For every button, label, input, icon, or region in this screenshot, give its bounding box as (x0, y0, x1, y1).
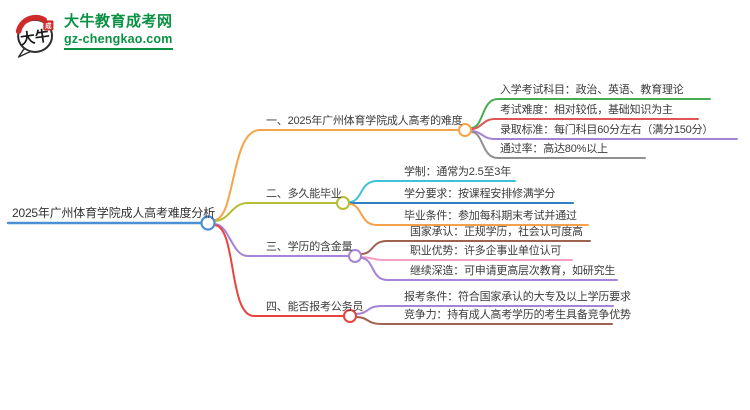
branch-3-label[interactable]: 三、学历的含金量 (266, 241, 353, 253)
branch-4-leaf-2-label[interactable]: 竞争力：持有成人高考学历的考生具备竞争优势 (404, 309, 631, 321)
branch-2-leaf-1-connector (348, 180, 516, 203)
branch-3-leaf-1-label[interactable]: 国家承认：正规学历，社会认可度高 (410, 226, 583, 238)
branch-3-leaf-1-connector (360, 240, 591, 255)
logo-icon-text: 大牛 (19, 26, 51, 48)
branch-1-leaf-4-label[interactable]: 通过率：高达80%以上 (500, 143, 608, 155)
branch-1-node-circle[interactable] (458, 123, 472, 137)
site-url[interactable]: gz-chengkao.com (64, 31, 173, 50)
site-name: 大牛教育成考网 (64, 13, 173, 30)
branch-4-label[interactable]: 四、能否报考公务员 (266, 301, 364, 313)
branch-4-leaf-2-connector (355, 316, 613, 325)
branch-1-leaf-1-label[interactable]: 入学考试科目：政治、英语、教育理论 (500, 84, 684, 96)
logo-text-block: 大牛教育成考网 gz-chengkao.com (64, 12, 173, 50)
logo-seal-text: 成 (45, 21, 52, 30)
logo-red-seal (43, 20, 54, 31)
site-logo[interactable]: 成 大牛 大牛教育成考网 gz-chengkao.com (14, 12, 173, 58)
branch-3-node-circle[interactable] (348, 249, 362, 263)
branch-4-leaf-1-connector (355, 305, 614, 315)
branch-3-leaf-2-label[interactable]: 职业优势：许多企事业单位认可 (410, 245, 562, 257)
branch-1-leaf-3-label[interactable]: 录取标准：每门科目60分左右（满分150分） (500, 124, 714, 136)
daniu-bull-icon: 成 大牛 (15, 14, 54, 58)
branch-4-node-circle[interactable] (343, 309, 357, 323)
branch-1-leaf-2-connector (470, 118, 699, 130)
branch-1-connector (213, 129, 460, 221)
branch-3-leaf-3-label[interactable]: 继续深造：可申请更高层次教育，如研究生 (410, 265, 616, 277)
branch-2-leaf-2-label[interactable]: 学分要求：按课程安排修满学分 (404, 188, 556, 200)
branch-3-leaf-3-connector (360, 257, 618, 281)
branch-2-leaf-3-label[interactable]: 毕业条件：参加每科期末考试并通过 (404, 210, 577, 222)
root-topic-label[interactable]: 2025年广州体育学院成人高考难度分析 (12, 206, 215, 220)
branch-1-leaf-1-connector (470, 98, 711, 129)
branch-3-connector (213, 223, 350, 257)
branch-1-leaf-4-connector (470, 131, 646, 159)
root-node-circle[interactable] (200, 215, 216, 231)
branch-1-label[interactable]: 一、2025年广州体育学院成人高考的难度 (266, 115, 463, 127)
branch-1-leaf-3-connector (470, 130, 738, 140)
branch-2-leaf-1-label[interactable]: 学制：通常为2.5至3年 (404, 166, 512, 178)
branch-2-label[interactable]: 二、多久能毕业 (266, 188, 342, 200)
branch-2-node-circle[interactable] (336, 196, 350, 210)
branch-4-leaf-1-label[interactable]: 报考条件：符合国家承认的大专及以上学历要求 (404, 291, 631, 303)
branch-3-leaf-2-connector (360, 256, 573, 261)
branch-2-connector (213, 202, 338, 222)
branch-4-connector (213, 224, 345, 317)
logo-red-arc (15, 14, 47, 35)
branch-1-leaf-2-label[interactable]: 考试难度：相对较低，基础知识为主 (500, 104, 673, 116)
branch-2-leaf-3-connector (348, 203, 589, 226)
